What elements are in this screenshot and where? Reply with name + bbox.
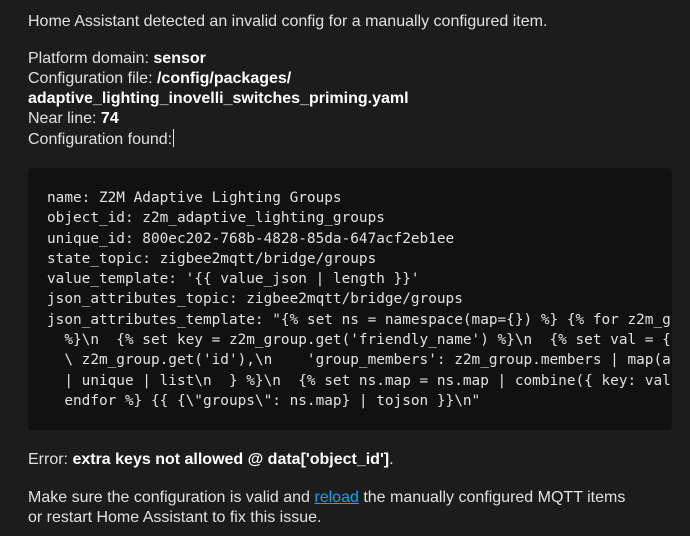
error-suffix: . <box>389 451 394 469</box>
config-found-label: Configuration found: <box>28 131 173 148</box>
code-line: json_attributes_topic: zigbee2mqtt/bridg… <box>47 291 463 308</box>
near-line-label: Near line: <box>28 110 101 127</box>
error-label: Error: <box>28 451 73 469</box>
code-line: | unique | list\n } %}\n {% set ns.map =… <box>47 372 671 389</box>
code-line: \ z2m_group.get('id'),\n 'group_members'… <box>47 352 671 369</box>
code-line: name: Z2M Adaptive Lighting Groups <box>47 190 342 206</box>
config-found-line: Configuration found: <box>28 129 690 150</box>
footer-instructions: Make sure the configuration is valid and… <box>28 488 690 528</box>
code-line: %}\n {% set key = z2m_group.get('friendl… <box>47 332 671 349</box>
intro-text: Home Assistant detected an invalid confi… <box>28 13 548 30</box>
code-line: endfor %} {{ {\"groups\": ns.map} | tojs… <box>47 392 481 409</box>
error-line: Error: extra keys not allowed @ data['ob… <box>28 450 690 470</box>
code-line: object_id: z2m_adaptive_lighting_groups <box>47 210 385 227</box>
code-line: json_attributes_template: "{% set ns = n… <box>47 311 671 328</box>
code-line: state_topic: zigbee2mqtt/bridge/groups <box>47 250 377 267</box>
config-file-value-part1: /config/packages/ <box>156 70 292 87</box>
platform-domain-line: Platform domain: sensor <box>28 49 690 69</box>
footer-line-1: Make sure the configuration is valid and… <box>28 488 690 508</box>
platform-domain-label: Platform domain: <box>28 50 154 67</box>
config-code-block[interactable]: name: Z2M Adaptive Lighting Groups objec… <box>28 168 672 431</box>
footer-text-after: the manually configured MQTT items <box>358 489 626 507</box>
reload-link[interactable]: reload <box>314 489 359 507</box>
code-line: value_template: '{{ value_json | length … <box>47 271 420 288</box>
platform-domain-value: sensor <box>153 50 206 67</box>
config-file-line: Configuration file: /config/packages/ <box>28 69 690 89</box>
config-details: Platform domain: sensor Configuration fi… <box>28 49 690 150</box>
text-cursor <box>173 129 175 147</box>
config-file-label: Configuration file: <box>28 70 157 87</box>
error-message: extra keys not allowed @ data['object_id… <box>72 451 390 469</box>
near-line-value: 74 <box>100 110 119 127</box>
footer-text-before: Make sure the configuration is valid and <box>28 489 315 507</box>
config-file-value-part2: adaptive_lighting_inovelli_switches_prim… <box>28 90 409 107</box>
config-file-line-continued: adaptive_lighting_inovelli_switches_prim… <box>28 89 690 109</box>
code-line: unique_id: 800ec202-768b-4828-85da-647ac… <box>47 230 455 247</box>
near-line-line: Near line: 74 <box>28 109 690 129</box>
footer-line-2: or restart Home Assistant to fix this is… <box>28 509 322 527</box>
